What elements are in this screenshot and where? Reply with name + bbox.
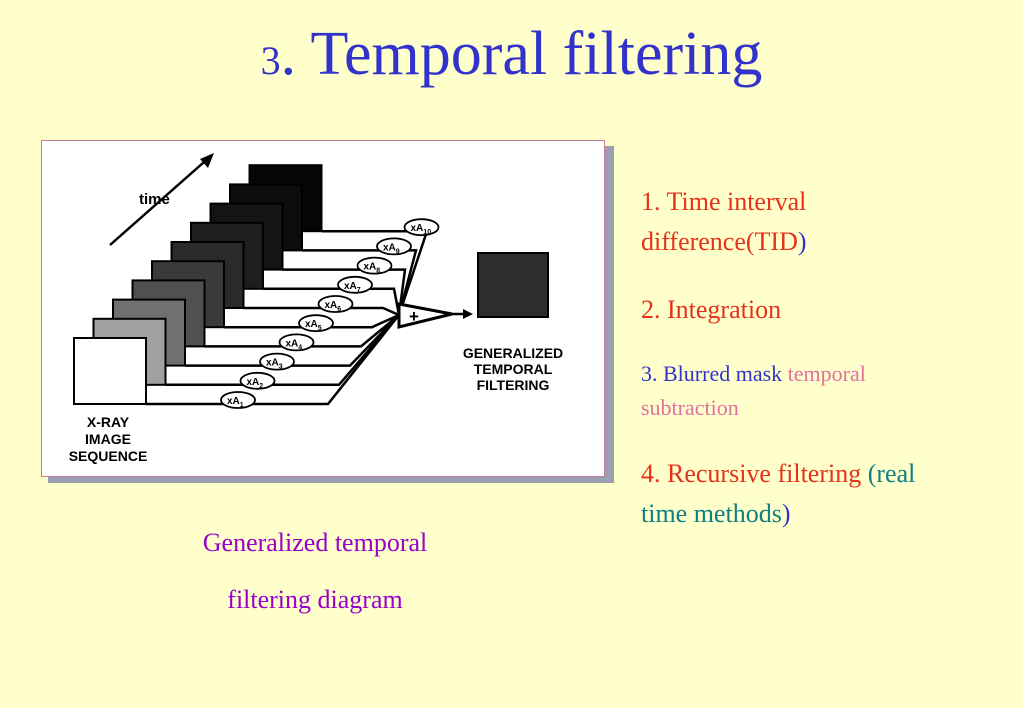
temporal-label: TEMPORAL bbox=[474, 361, 553, 377]
title-text: . Temporal filtering bbox=[280, 20, 763, 88]
weight-label-4: xA4 bbox=[286, 338, 303, 351]
output-arrow-head bbox=[463, 309, 473, 319]
caption-line-2: filtering diagram bbox=[227, 585, 403, 614]
weight-label-1: xA1 bbox=[227, 396, 244, 409]
title-number: 3 bbox=[260, 38, 281, 83]
list-item-2: 2. Integration bbox=[641, 295, 782, 324]
filter-branch-10: xA10 bbox=[321, 218, 440, 316]
list-item-3-temporal: temporal bbox=[787, 361, 866, 386]
xray-label: X-RAY bbox=[87, 414, 130, 430]
filter-branch-5: xA5 bbox=[224, 313, 400, 333]
weight-oval-9 bbox=[376, 237, 412, 256]
weight-subscript-5: 5 bbox=[318, 325, 322, 332]
time-label: time bbox=[139, 191, 170, 208]
list-item-1-text: difference(TID bbox=[641, 227, 798, 256]
filter-branch-2: xA2 bbox=[165, 314, 400, 390]
image-label: IMAGE bbox=[85, 431, 131, 447]
list-item-1-paren: ) bbox=[797, 227, 807, 256]
weight-subscript-3: 3 bbox=[279, 364, 283, 371]
weight-oval-5 bbox=[298, 314, 334, 333]
filter-branch-7: xA7 bbox=[263, 275, 401, 316]
sum-symbol: + bbox=[409, 307, 419, 326]
list-item-1-line-1: 1. Time interval bbox=[641, 187, 807, 216]
weight-label-3: xA3 bbox=[266, 358, 283, 371]
slide-title: 3. Temporal filtering bbox=[0, 14, 1023, 101]
image-frame-stack bbox=[73, 164, 323, 405]
weight-subscript-9: 9 bbox=[396, 248, 400, 255]
filter-branch-3: xA3 bbox=[185, 314, 400, 371]
weight-oval-10 bbox=[403, 218, 440, 237]
generalized-label: GENERALIZED bbox=[463, 345, 563, 361]
list-item-4-methods: time methods bbox=[641, 499, 782, 528]
weight-label-8: xA8 bbox=[364, 262, 381, 275]
branch-line-1 bbox=[146, 314, 400, 406]
list-item-4-recursive: 4. Recursive filtering bbox=[641, 459, 862, 488]
weight-oval-3 bbox=[259, 352, 295, 371]
sequence-label: SEQUENCE bbox=[69, 448, 148, 464]
summing-node bbox=[397, 302, 453, 329]
branch-line-9 bbox=[302, 249, 418, 316]
weight-label-2: xA2 bbox=[247, 377, 264, 390]
branch-line-2 bbox=[165, 314, 400, 387]
weight-label-7: xA7 bbox=[344, 281, 361, 294]
list-item-1-line-2: difference(TID) bbox=[641, 222, 807, 262]
time-arrow-line bbox=[109, 154, 213, 246]
list-item-3-line-1: 3. Blurred mask temporal bbox=[641, 357, 866, 391]
list-item-4-paren: ) bbox=[781, 499, 791, 528]
weight-subscript-1: 1 bbox=[240, 402, 244, 409]
weight-oval-7 bbox=[337, 275, 373, 294]
branch-line-8 bbox=[282, 268, 407, 316]
weight-label-5: xA5 bbox=[305, 319, 322, 332]
filter-branch-8: xA8 bbox=[282, 256, 407, 316]
filter-branch-9: xA9 bbox=[302, 237, 418, 316]
weight-subscript-4: 4 bbox=[298, 344, 302, 351]
weight-label-9: xA9 bbox=[383, 242, 400, 255]
weight-label-6: xA6 bbox=[325, 300, 342, 313]
weight-subscript-10: 10 bbox=[423, 229, 431, 236]
list-item-3-line-2: subtraction bbox=[641, 395, 739, 420]
filtering-label: FILTERING bbox=[477, 377, 550, 393]
weight-oval-4 bbox=[278, 333, 315, 352]
weight-oval-1 bbox=[220, 391, 256, 409]
weight-oval-6 bbox=[317, 295, 354, 313]
time-arrow-head bbox=[200, 153, 214, 168]
weight-subscript-2: 2 bbox=[259, 383, 263, 390]
branch-line-3 bbox=[185, 314, 400, 367]
branch-line-4 bbox=[204, 314, 400, 348]
list-item-4-real: (real bbox=[867, 459, 916, 488]
weight-oval-2 bbox=[239, 371, 276, 390]
output-image bbox=[477, 252, 549, 318]
list-item-3-blurred-mask: 3. Blurred mask bbox=[641, 361, 783, 386]
branch-line-6 bbox=[243, 306, 400, 317]
weight-subscript-8: 8 bbox=[376, 268, 380, 275]
image-frame-1 bbox=[73, 337, 147, 405]
list-item-4-line-2: time methods) bbox=[641, 494, 791, 534]
filter-branch-6: xA6 bbox=[243, 295, 400, 317]
caption-line-1: Generalized temporal bbox=[202, 528, 428, 557]
weight-subscript-7: 7 bbox=[357, 287, 361, 294]
weight-oval-8 bbox=[356, 256, 393, 275]
filter-branch-1: xA1 bbox=[146, 314, 400, 409]
filter-branch-4: xA4 bbox=[204, 314, 400, 352]
branch-line-7 bbox=[263, 287, 401, 316]
branch-line-5 bbox=[224, 313, 400, 329]
list-item-4-line-1: 4. Recursive filtering (real bbox=[641, 454, 915, 494]
weight-subscript-6: 6 bbox=[337, 306, 341, 313]
